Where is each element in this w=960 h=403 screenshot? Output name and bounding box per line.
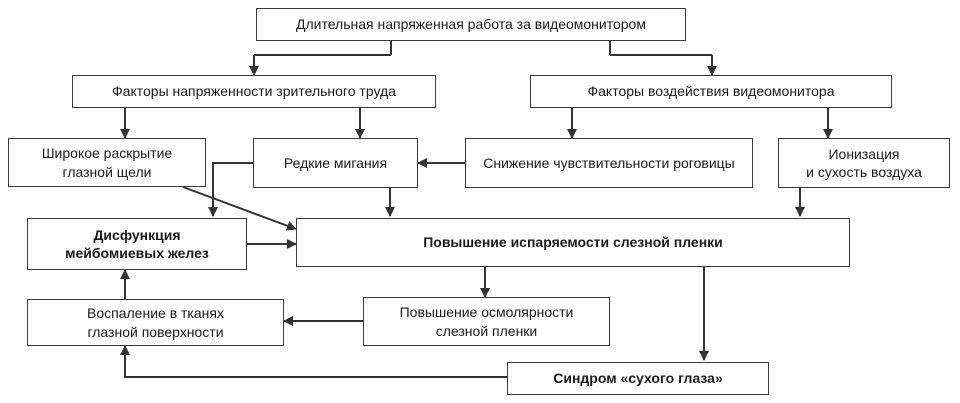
node-inflammation-label: Воспаление в тканях глазной поверхности	[87, 305, 224, 340]
node-visual-strain-factors: Факторы напряженности зрительного труда	[72, 75, 436, 108]
node-cornea-sensitivity: Снижение чувствительности роговицы	[465, 138, 753, 188]
node-ionization-label: Ионизация и сухость воздуха	[806, 145, 922, 180]
node-video-work-label: Длительная напряженная работа за видеомо…	[296, 16, 646, 33]
node-ionization: Ионизация и сухость воздуха	[778, 138, 950, 188]
node-monitor-factors-label: Факторы воздействия видеомонитора	[587, 83, 835, 100]
node-dry-eye-syndrome: Синдром «сухого глаза»	[507, 362, 769, 395]
node-rare-blinks-label: Редкие мигания	[283, 154, 388, 171]
node-meibomian-dysfunction-label: Дисфункция мейбомиевых желез	[65, 226, 209, 261]
node-rare-blinks: Редкие мигания	[253, 138, 418, 188]
node-video-work: Длительная напряженная работа за видеомо…	[256, 8, 686, 41]
node-osmolarity: Повышение осмолярности слезной пленки	[363, 297, 610, 346]
node-wide-fissure-label: Широкое раскрытие глазной щели	[41, 145, 173, 180]
node-evaporation-label: Повышение испаряемости слезной пленки	[423, 234, 723, 251]
node-osmolarity-label: Повышение осмолярности слезной пленки	[399, 304, 574, 339]
node-inflammation: Воспаление в тканях глазной поверхности	[27, 299, 284, 346]
node-wide-fissure: Широкое раскрытие глазной щели	[8, 138, 206, 187]
node-monitor-factors: Факторы воздействия видеомонитора	[530, 75, 892, 108]
arrow-fissure-to-evaporation	[182, 186, 297, 231]
node-meibomian-dysfunction: Дисфункция мейбомиевых желез	[27, 218, 247, 270]
node-evaporation: Повышение испаряемости слезной пленки	[296, 218, 850, 267]
node-dry-eye-syndrome-label: Синдром «сухого глаза»	[553, 370, 723, 387]
node-visual-strain-factors-label: Факторы напряженности зрительного труда	[112, 83, 396, 100]
arrow-blinks-to-meibomian	[208, 162, 253, 217]
node-cornea-sensitivity-label: Снижение чувствительности роговицы	[483, 154, 735, 171]
arrow-dryeye-to-inflammation	[120, 345, 507, 378]
